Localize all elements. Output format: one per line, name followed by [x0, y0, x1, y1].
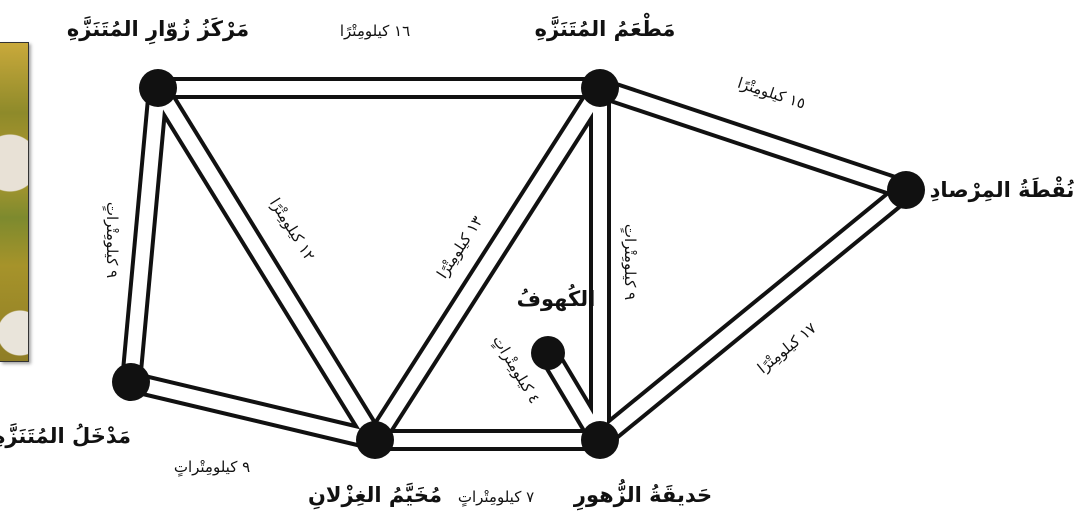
distance-restaurant-lookout: ١٥ كيلومِتْرًا: [735, 74, 807, 113]
node-lookout: [887, 171, 925, 209]
label-caves: الكُهوفُ: [517, 282, 596, 311]
distance-restaurant-garden: ٩ كيلومِتْراتٍ: [620, 224, 639, 300]
node-flower-garden: [581, 421, 619, 459]
distance-visitors-entrance: ٩ كيلومِتْراتٍ: [102, 202, 121, 278]
label-gazelle-camp: مُخَيَّمُ الغِزْلانِ: [308, 482, 442, 510]
node-entrance: [112, 363, 150, 401]
label-restaurant: مَطْعَمُ المُتَنَزَّهِ: [535, 12, 676, 41]
distance-lookout-garden: ١٧ كيلومِتْرًا: [754, 319, 820, 377]
node-visitors-center: [139, 69, 177, 107]
node-gazelle-camp: [356, 421, 394, 459]
road-lookout-garden: [600, 190, 906, 440]
label-lookout: نُقْطَةُ المِرْصادِ: [930, 176, 1075, 202]
distance-camp-garden: ٧ كيلومِتْراتٍ: [458, 488, 534, 507]
label-entrance: مَدْخَلُ المُتَنَزَّهِ: [0, 422, 131, 448]
node-caves: [531, 336, 565, 370]
distance-visitors-restaurant: ١٦ كيلومِتْرًا: [340, 22, 410, 40]
label-flower-garden: حَديقَةُ الزُّهورِ: [573, 478, 712, 511]
node-restaurant: [581, 69, 619, 107]
label-visitors-center: مَرْكَزُ زُوّارِ المُتَنَزَّهِ: [67, 16, 249, 45]
road-restaurant-lookout: [600, 88, 906, 190]
distance-visitors-camp: ١٢ كيلومِتْرًا: [266, 195, 319, 264]
distance-entrance-camp: ٩ كيلومِتْراتٍ: [174, 458, 250, 477]
